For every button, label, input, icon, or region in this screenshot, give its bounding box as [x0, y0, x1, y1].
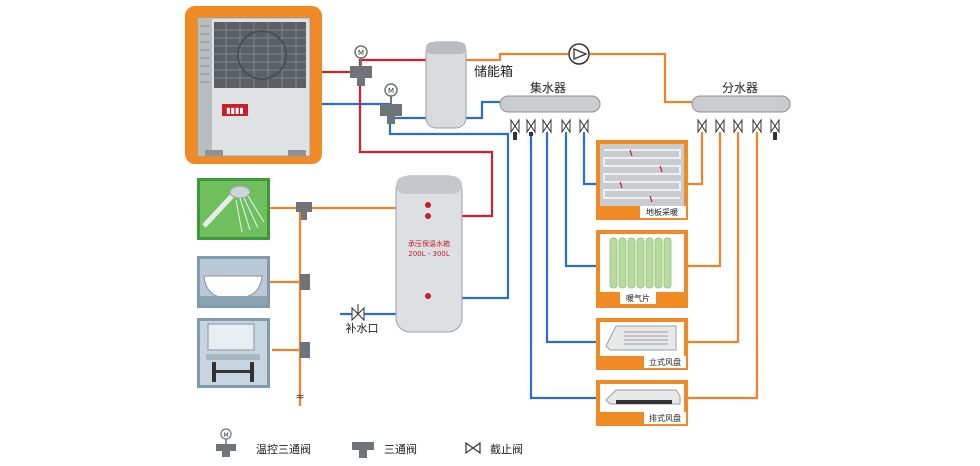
- valve-marker-text: M: [358, 49, 364, 57]
- three-way-valve-icon: [352, 442, 374, 458]
- standing-fan-coil-panel: [596, 318, 688, 370]
- heat-pump-unit: ▮▮▮▮: [185, 6, 322, 164]
- legend-label-three-way: 三通阀: [384, 442, 417, 456]
- pressure-tank-label-line2: 200L - 300L: [408, 250, 450, 258]
- ceiling-fan-coil-label: 排式风盘: [649, 413, 681, 423]
- collector-label: 集水器: [530, 80, 566, 95]
- bathtub-panel: [197, 256, 270, 308]
- ceiling-fan-coil-panel: [596, 380, 688, 426]
- domestic-three-way-valves: [296, 202, 312, 358]
- heat-pump-brand: ▮▮▮▮: [226, 106, 244, 115]
- washbasin-panel: [197, 318, 270, 388]
- radiator-label: 暖气片: [626, 293, 650, 303]
- svg-text:M: M: [223, 432, 228, 439]
- legend-label-thermostatic: 温控三通阀: [256, 442, 311, 456]
- thermostatic-valve-lower[interactable]: M: [380, 83, 402, 124]
- floor-heating-label: 地板采暖: [646, 207, 678, 217]
- legend: M 温控三通阀 三通阀 截止阀: [216, 428, 523, 458]
- radiator-panel: [596, 230, 688, 308]
- storage-tank-label: 储能箱: [474, 64, 513, 80]
- distributor-label: 分水器: [722, 81, 758, 95]
- makeup-water-label: 补水口: [346, 322, 379, 335]
- pipe-continuation-mark: ≈: [295, 390, 304, 403]
- shower-panel: [197, 178, 270, 240]
- pressure-tank-label-line1: 承压保温水箱: [408, 239, 450, 248]
- thermostatic-three-way-valve-icon: M: [216, 428, 236, 457]
- legend-label-shutoff: 截止阀: [490, 442, 523, 456]
- circulation-pump-icon: [568, 43, 590, 65]
- thermostatic-valve-upper[interactable]: M: [350, 45, 372, 86]
- makeup-water-valve[interactable]: [351, 304, 365, 322]
- pipe-network: [260, 52, 777, 406]
- valve-marker-text: M: [388, 87, 394, 95]
- floor-heating-panel: [596, 140, 688, 220]
- manifold-shutoff-valves: [510, 118, 780, 134]
- distributor-manifold: [691, 95, 791, 113]
- standing-fan-coil-label: 立式风盘: [649, 357, 681, 367]
- shutoff-valve-icon: [465, 441, 481, 455]
- storage-tank: [425, 41, 467, 129]
- collector-manifold: [499, 95, 601, 113]
- pressure-water-tank: [395, 175, 463, 333]
